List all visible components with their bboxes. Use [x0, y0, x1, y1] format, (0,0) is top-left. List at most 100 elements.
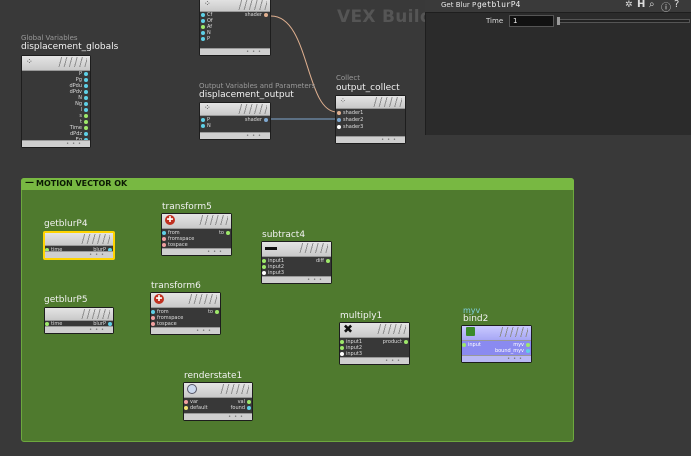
port-dot[interactable]: [201, 31, 205, 35]
port-dot[interactable]: [201, 19, 205, 23]
node-renderstate1[interactable]: var default val found •••: [183, 382, 253, 421]
port-dot[interactable]: [226, 231, 230, 235]
network-box-header[interactable]: [21, 178, 574, 190]
port-label: shader: [244, 12, 262, 18]
port-label: myv: [513, 342, 524, 348]
port-label: I: [80, 107, 82, 113]
port-dot[interactable]: [184, 400, 188, 404]
port-dot[interactable]: [84, 78, 88, 82]
node-getblurP5[interactable]: time blurP •••: [44, 307, 114, 334]
port-dot[interactable]: [84, 126, 88, 130]
port-label: blurP: [93, 321, 106, 327]
port-label: P: [207, 36, 211, 42]
getblurP5-name: getblurP5: [44, 295, 88, 305]
port-dot[interactable]: [262, 259, 266, 263]
port-dot[interactable]: [326, 259, 330, 263]
port-dot[interactable]: [162, 243, 166, 247]
port-dot[interactable]: [247, 400, 251, 404]
search-icon[interactable]: ⌕: [649, 0, 655, 10]
help-h-icon[interactable]: H: [637, 0, 646, 10]
port-dot[interactable]: [201, 37, 205, 41]
port-dot[interactable]: [201, 124, 205, 128]
port-dot[interactable]: [201, 118, 205, 122]
time-slider-handle[interactable]: [557, 17, 560, 25]
port-dot[interactable]: [45, 248, 49, 252]
port-dot[interactable]: [84, 108, 88, 112]
node-multiply1[interactable]: ✖ input1 input2 input3 product •••: [339, 322, 410, 365]
port-dot[interactable]: [462, 343, 466, 347]
port-dot[interactable]: [162, 237, 166, 241]
port-label: default: [190, 405, 208, 411]
port-label: P: [78, 71, 82, 77]
port-label: input2: [268, 264, 285, 270]
port-dot[interactable]: [264, 13, 268, 17]
port-dot[interactable]: [337, 125, 341, 129]
node-displacement-output[interactable]: ⁘ P N shader •••: [199, 102, 271, 140]
port-label: t: [80, 119, 82, 125]
port-dot[interactable]: [84, 114, 88, 118]
port-dot[interactable]: [404, 340, 408, 344]
port-dot[interactable]: [84, 72, 88, 76]
port-dot[interactable]: [264, 118, 268, 122]
port-dot[interactable]: [340, 352, 344, 356]
node-transform5[interactable]: ✚ from fromspace tospace to •••: [161, 213, 232, 256]
help-icon[interactable]: ?: [674, 0, 680, 10]
gear-icon[interactable]: ✲: [625, 0, 633, 10]
output-name: displacement_output: [199, 90, 294, 100]
port-dot[interactable]: [108, 322, 112, 326]
port-dot[interactable]: [262, 271, 266, 275]
port-dot[interactable]: [526, 349, 530, 353]
time-field[interactable]: 1: [509, 15, 554, 27]
port-dot[interactable]: [337, 111, 341, 115]
port-dot[interactable]: [108, 248, 112, 252]
node-surface-output[interactable]: ⁘ Cf Of Af N P shader •••: [199, 0, 271, 56]
port-dot[interactable]: [162, 231, 166, 235]
port-dot[interactable]: [84, 132, 88, 136]
port-dot[interactable]: [201, 13, 205, 17]
port-label: input2: [346, 345, 363, 351]
node-subtract4[interactable]: input1 input2 input3 diff •••: [261, 241, 332, 284]
port-label: dPdu: [69, 83, 82, 89]
wire-shader-top-collect: [270, 15, 338, 113]
node-getblurP4[interactable]: time blurP •••: [43, 231, 115, 260]
time-slider[interactable]: [557, 19, 690, 23]
port-label: fromspace: [157, 315, 184, 321]
transform-icon: ✚: [165, 215, 175, 225]
node-name-field[interactable]: getblurP4: [477, 0, 521, 9]
port-label: dPdv: [69, 89, 82, 95]
globals-subtitle: Global Variables: [21, 34, 78, 42]
port-dot[interactable]: [184, 406, 188, 410]
port-dot[interactable]: [151, 310, 155, 314]
port-dot[interactable]: [151, 316, 155, 320]
minus-icon: [265, 247, 277, 250]
node-bind2[interactable]: input myv bound_myv •••: [461, 325, 532, 363]
port-dot[interactable]: [84, 120, 88, 124]
bind-icon: [466, 327, 475, 336]
port-dot[interactable]: [151, 322, 155, 326]
collapse-icon[interactable]: —: [25, 178, 34, 188]
node-output-collect[interactable]: ⁘ shader1 shader2 shader3 •••: [335, 95, 406, 144]
port-dot[interactable]: [247, 406, 251, 410]
port-dot[interactable]: [84, 90, 88, 94]
time-value: 1: [513, 17, 518, 25]
port-label: to: [218, 230, 224, 236]
port-dot[interactable]: [215, 310, 219, 314]
port-dot[interactable]: [526, 343, 530, 347]
port-label: tospace: [168, 242, 188, 248]
port-dot[interactable]: [201, 25, 205, 29]
port-dot[interactable]: [45, 322, 49, 326]
port-dot[interactable]: [84, 102, 88, 106]
port-dot[interactable]: [337, 118, 341, 122]
port-dot[interactable]: [340, 346, 344, 350]
port-label: time: [51, 247, 63, 253]
info-icon[interactable]: ⓘ: [661, 3, 671, 14]
node-displacement-globals[interactable]: ⁘ P Pg dPdu dPdv N Ng I s t Time dPdz Eg…: [21, 55, 91, 148]
port-dot[interactable]: [262, 265, 266, 269]
port-dot[interactable]: [84, 96, 88, 100]
port-dot[interactable]: [84, 84, 88, 88]
port-label: from: [168, 230, 180, 236]
renderstate-icon: [187, 384, 197, 394]
port-dot[interactable]: [340, 340, 344, 344]
node-transform6[interactable]: ✚ from fromspace tospace to •••: [150, 292, 221, 335]
port-label: product: [382, 339, 402, 345]
